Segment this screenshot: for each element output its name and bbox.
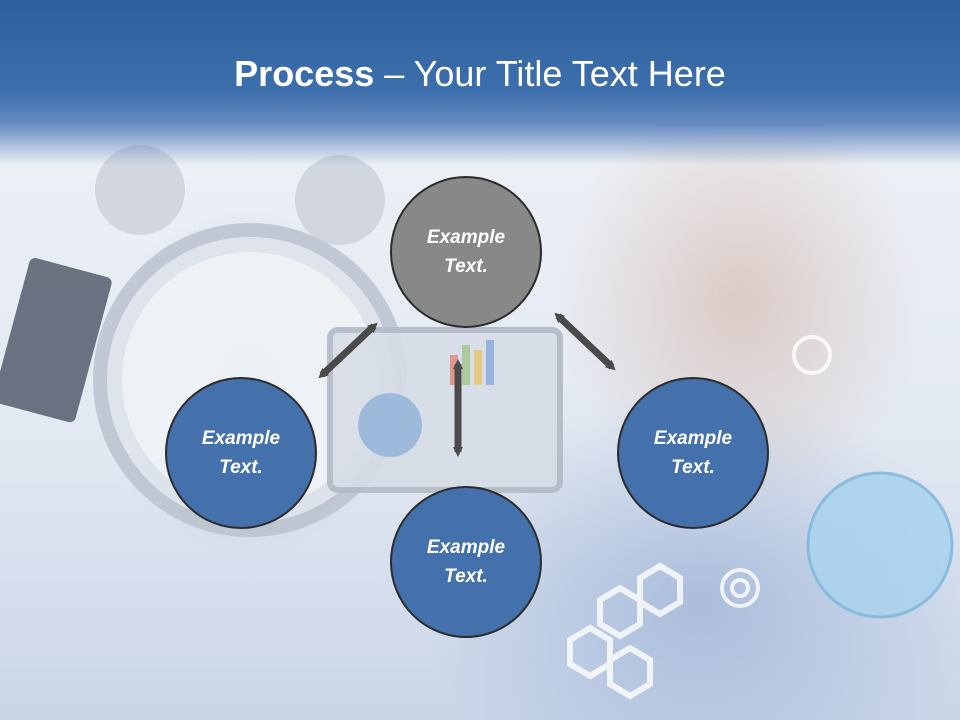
node-bottom-line2: Text. — [444, 566, 488, 587]
hexagon-decor — [567, 562, 683, 700]
arrow-left-top — [318, 322, 378, 379]
node-top-line1: Example — [426, 227, 506, 248]
node-right-line1: Example — [653, 428, 733, 449]
title-rest: – Your Title Text Here — [374, 53, 726, 94]
header-band — [0, 0, 960, 165]
lightbulb-icon — [792, 335, 832, 375]
title-bold: Process — [234, 53, 375, 94]
node-bottom-line1: Example — [426, 537, 506, 558]
node-left-line2: Text. — [219, 457, 263, 478]
globe-icon — [806, 471, 954, 619]
node-top-line2: Text. — [444, 256, 488, 277]
slide-title: Process – Your Title Text Here — [0, 50, 960, 98]
node-right-line2: Text. — [671, 457, 715, 478]
arrow-top-right — [554, 312, 616, 371]
node-left-line1: Example — [201, 428, 281, 449]
